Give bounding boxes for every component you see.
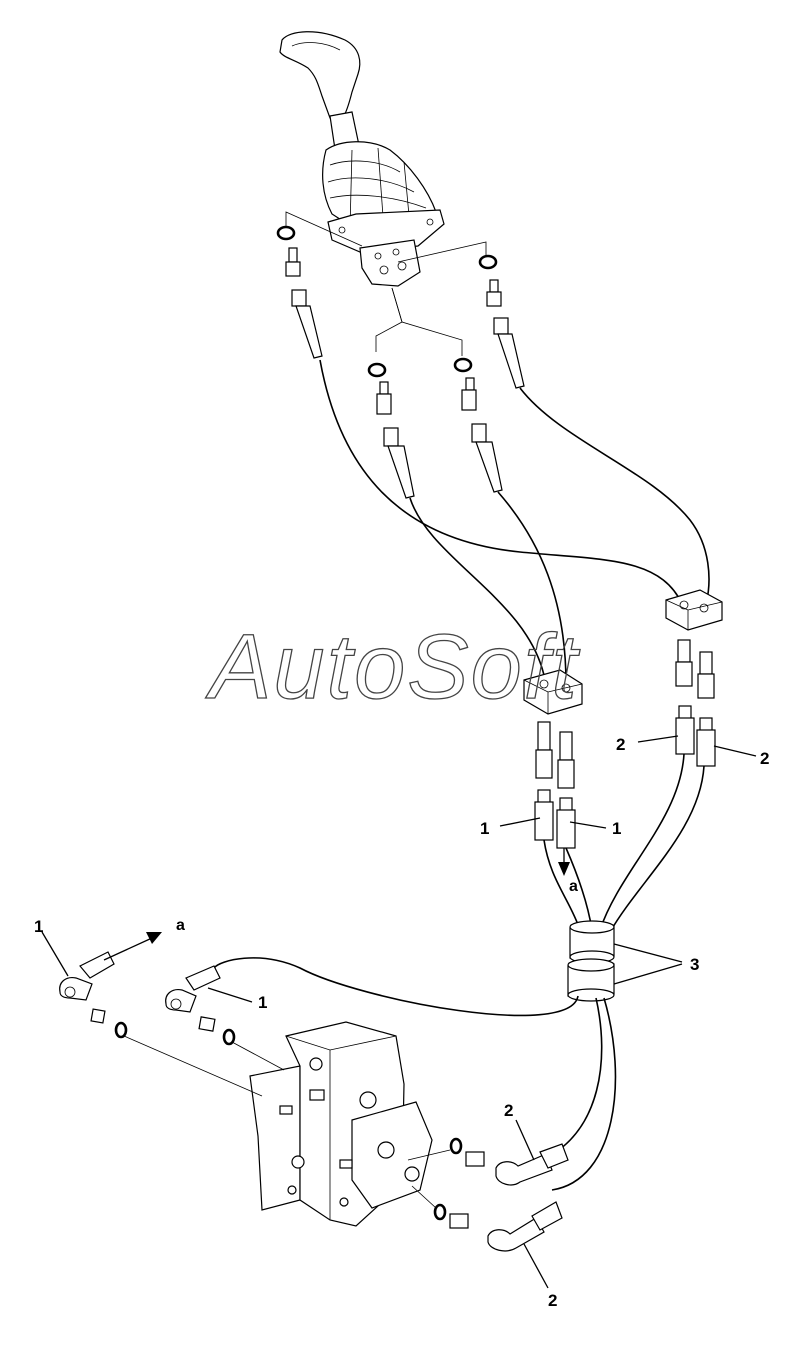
callout-hose-1-right: 1 — [612, 819, 621, 838]
arrow-icon — [103, 932, 162, 961]
fitting-icon — [433, 1137, 569, 1252]
callout-clamp-3: 3 — [690, 955, 699, 974]
valve-leader-lines — [123, 1035, 451, 1209]
callout-hose-1-elbow: 1 — [34, 917, 43, 936]
control-valve-icon — [249, 1021, 433, 1227]
callout-leaders — [41, 735, 757, 1289]
callout-hose-2-right: 2 — [760, 749, 769, 768]
o-ring-icon — [276, 225, 498, 378]
fitting-icon — [59, 951, 236, 1046]
callout-hose-2-left: 2 — [616, 735, 625, 754]
hose-block-icon — [523, 669, 583, 715]
arrow-icon — [558, 848, 570, 876]
callout-hose-2-valve-upper: 2 — [504, 1101, 513, 1120]
callout-hose-2-valve-lower: 2 — [548, 1291, 557, 1310]
hose-clamp-icon — [567, 920, 615, 1002]
direction-mark-lower: a — [569, 878, 578, 895]
watermark: AutoSoft — [205, 616, 580, 718]
fitting-icon — [285, 247, 525, 499]
fitting-icon — [534, 639, 716, 849]
joystick-leader-lines — [285, 211, 487, 356]
pilot-hoses — [319, 359, 710, 685]
callout-hose-1-left: 1 — [480, 819, 489, 838]
joystick-icon — [279, 31, 445, 287]
hose-block-icon — [665, 589, 723, 631]
direction-mark-upper: a — [176, 917, 185, 934]
callout-hose-1-valve: 1 — [258, 993, 267, 1012]
